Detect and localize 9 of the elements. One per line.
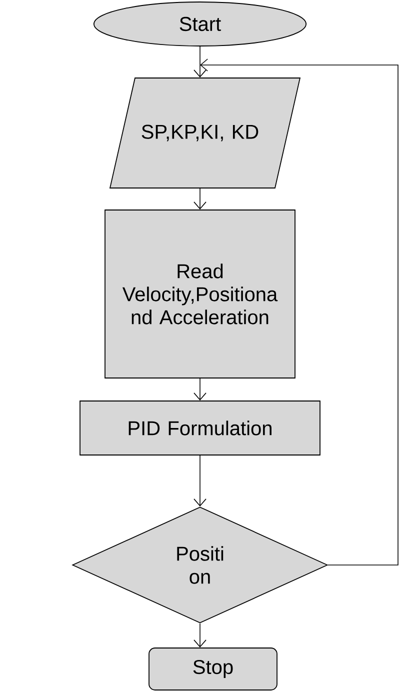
- arrow: [194, 455, 206, 507]
- stop-box: Stop: [148, 648, 278, 690]
- arrow: [200, 58, 398, 566]
- arrow: [194, 623, 206, 648]
- arrow: [194, 378, 206, 401]
- process-box: PID Formulation: [80, 400, 320, 456]
- arrow: [194, 46, 206, 78]
- process-box: Read Velocity,Positiona nd Acceleration: [104, 210, 296, 378]
- arrow: [194, 188, 206, 210]
